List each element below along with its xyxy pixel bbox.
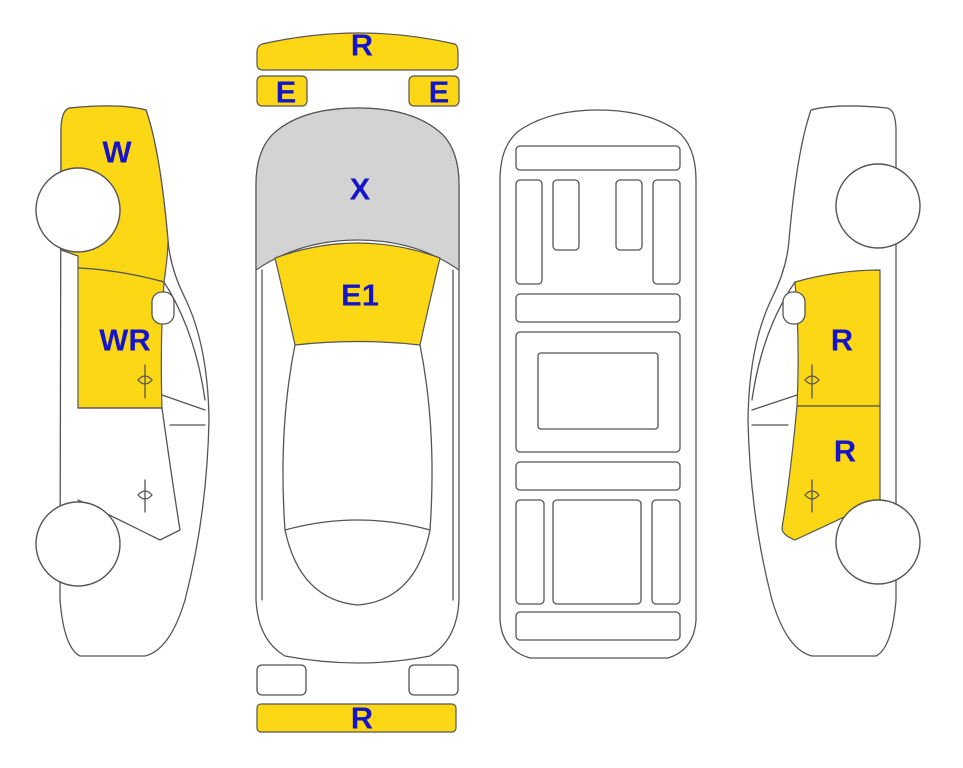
underbody-panel-5 xyxy=(652,179,681,285)
underbody-view xyxy=(499,109,697,659)
left-mirror-top[interactable] xyxy=(256,75,308,107)
right-side-view: R R xyxy=(747,105,921,657)
left-front-wheel[interactable] xyxy=(35,167,121,253)
underbody-panel-9 xyxy=(515,461,681,491)
left-front-door-label: WR xyxy=(99,323,151,358)
front-left-light[interactable] xyxy=(256,664,307,696)
right-front-door-label: R xyxy=(831,323,853,358)
underbody-panel-6 xyxy=(515,293,681,323)
right-rear-door-handle[interactable] xyxy=(804,479,820,513)
right-rear-wheel[interactable] xyxy=(835,499,921,585)
left-rear-door-handle[interactable] xyxy=(137,479,153,513)
underbody-panel-4 xyxy=(615,179,643,251)
left-mirror-label: E xyxy=(276,75,297,110)
left-front-door-handle[interactable] xyxy=(137,364,153,399)
front-bumper[interactable] xyxy=(256,703,457,733)
underbody-panel-1 xyxy=(515,145,681,171)
left-side-view: W WR xyxy=(35,105,210,657)
right-side-mirror[interactable] xyxy=(782,291,806,325)
left-rear-wheel[interactable] xyxy=(35,501,121,587)
underbody-panel-11 xyxy=(552,499,642,605)
right-mirror-top[interactable] xyxy=(408,75,460,107)
underbody-panel-13 xyxy=(515,611,681,641)
underbody-panel-3 xyxy=(552,179,580,251)
top-inner-lines xyxy=(261,269,454,606)
left-side-mirror[interactable] xyxy=(151,291,175,325)
right-front-wheel[interactable] xyxy=(835,163,921,249)
right-front-door-handle[interactable] xyxy=(804,364,820,399)
right-rear-door-label: R xyxy=(834,434,856,469)
front-right-light[interactable] xyxy=(408,664,459,696)
underbody-panel-12 xyxy=(651,499,681,605)
rear-bumper-label: R xyxy=(351,28,373,63)
underbody-panel-8 xyxy=(537,352,659,430)
right-mirror-label: E xyxy=(429,75,450,110)
rear-bumper[interactable] xyxy=(256,32,459,71)
underbody-panel-2 xyxy=(515,179,543,285)
windshield-label: E1 xyxy=(341,278,379,313)
front-bumper-label: R xyxy=(351,701,373,736)
left-front-fender-label: W xyxy=(102,135,132,170)
roof[interactable] xyxy=(255,107,460,271)
left-window-line xyxy=(161,281,206,426)
roof-label: X xyxy=(350,172,371,207)
top-view: R E E X E1 R xyxy=(255,28,460,736)
underbody-panel-10 xyxy=(515,499,545,605)
